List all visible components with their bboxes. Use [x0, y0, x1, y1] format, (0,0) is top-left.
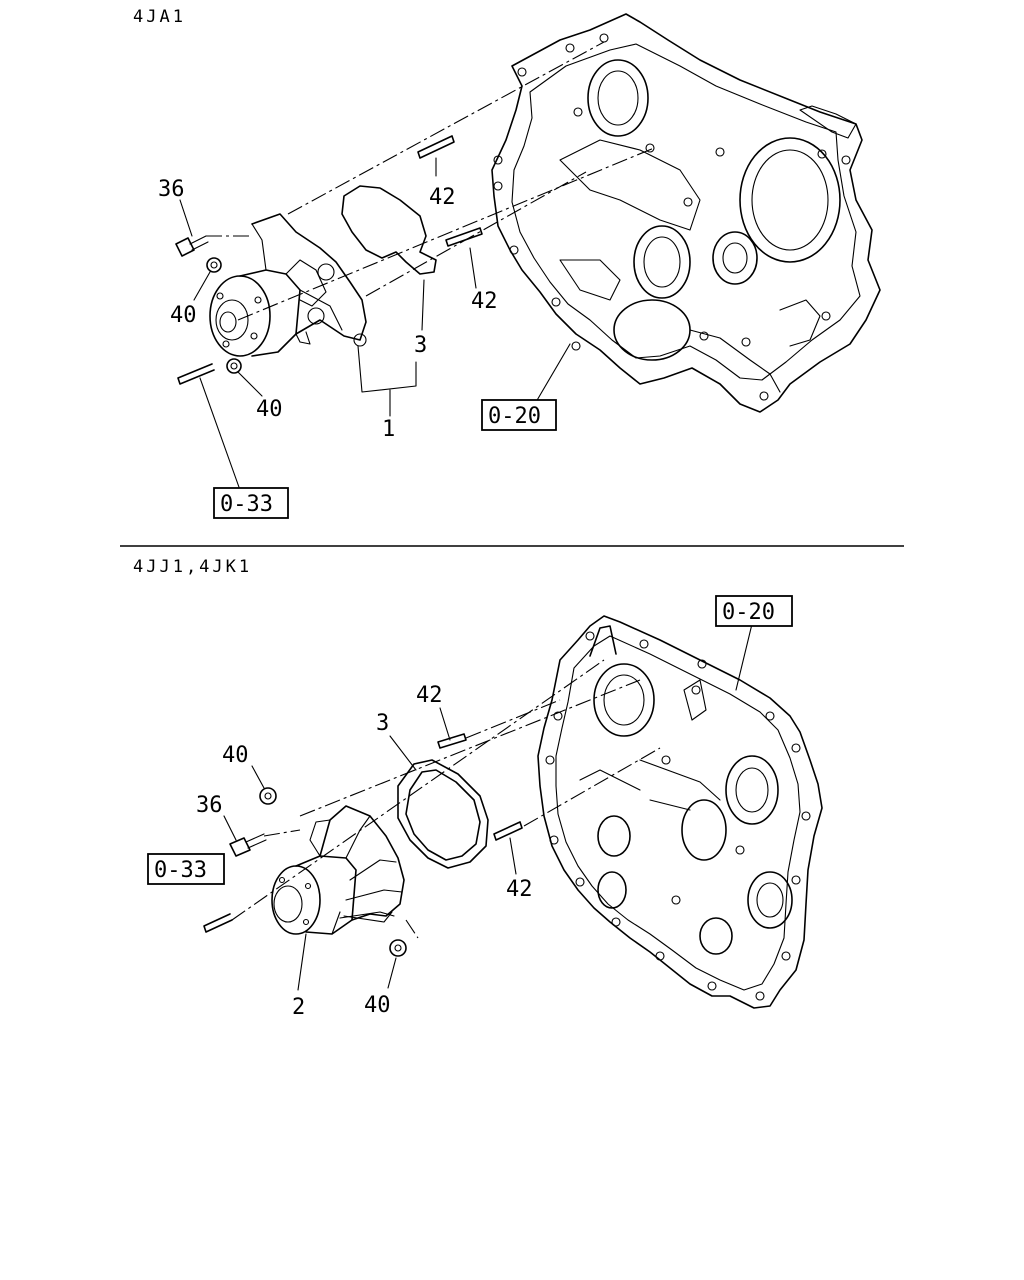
ref-box-gear-case[interactable] [715, 595, 793, 627]
gasket-2 [397, 759, 489, 869]
callout-36: 36 [196, 793, 223, 818]
callout-40: 40 [170, 303, 197, 328]
stud-42-upper-4ja1 [417, 135, 455, 159]
nut-40-lower-4ja1 [226, 358, 242, 374]
callout-40: 40 [364, 993, 391, 1018]
section-heading: 4JJ1,4JK1 [133, 557, 252, 577]
callout-42: 42 [506, 877, 533, 902]
nut-40-upper-4ja1 [206, 257, 222, 273]
section-heading: 4JA1 [133, 7, 186, 27]
callout-40: 40 [222, 743, 249, 768]
callout-40: 40 [256, 397, 283, 422]
stud-cylinder-block-2 [203, 913, 233, 933]
stud-42-upper-2 [437, 733, 467, 749]
water-pump-drawing-2 [271, 805, 405, 935]
section-4jj1-4jk1: 4JJ1,4JK1 [133, 557, 823, 1020]
callout-3: 3 [414, 333, 427, 358]
callout-2: 2 [292, 995, 305, 1020]
nut-40-lower-2 [389, 939, 407, 957]
stud-lower-left-4ja1 [177, 363, 215, 385]
ref-label-gear-case[interactable]: 0-20 [488, 404, 541, 429]
nut-40-upper-2 [259, 787, 277, 805]
gasket-4ja1 [341, 185, 437, 275]
callout-42: 42 [429, 185, 456, 210]
stud-42-lower-4ja1 [445, 227, 483, 247]
water-pump-4ja1-drawing [209, 213, 367, 357]
bolt-36-2 [229, 833, 267, 857]
callout-42: 42 [471, 289, 498, 314]
ref-box-cylinder-block[interactable] [147, 853, 225, 885]
ref-label-cylinder-block[interactable]: 0-33 [220, 492, 273, 517]
ref-box-cylinder-block[interactable] [213, 487, 289, 519]
stud-42-lower-2 [493, 821, 523, 841]
ref-label-cylinder-block[interactable]: 0-33 [154, 858, 207, 883]
section-4ja1: 4JA1 [133, 7, 881, 519]
callout-42: 42 [416, 683, 443, 708]
callout-3: 3 [376, 711, 389, 736]
gear-case-drawing [491, 13, 881, 413]
ref-box-gear-case[interactable] [481, 399, 557, 431]
callout-1: 1 [382, 417, 395, 442]
callout-36: 36 [158, 177, 185, 202]
gear-case-drawing-2 [537, 615, 823, 1009]
bolt-36-4ja1 [175, 235, 209, 257]
ref-label-gear-case[interactable]: 0-20 [722, 600, 775, 625]
